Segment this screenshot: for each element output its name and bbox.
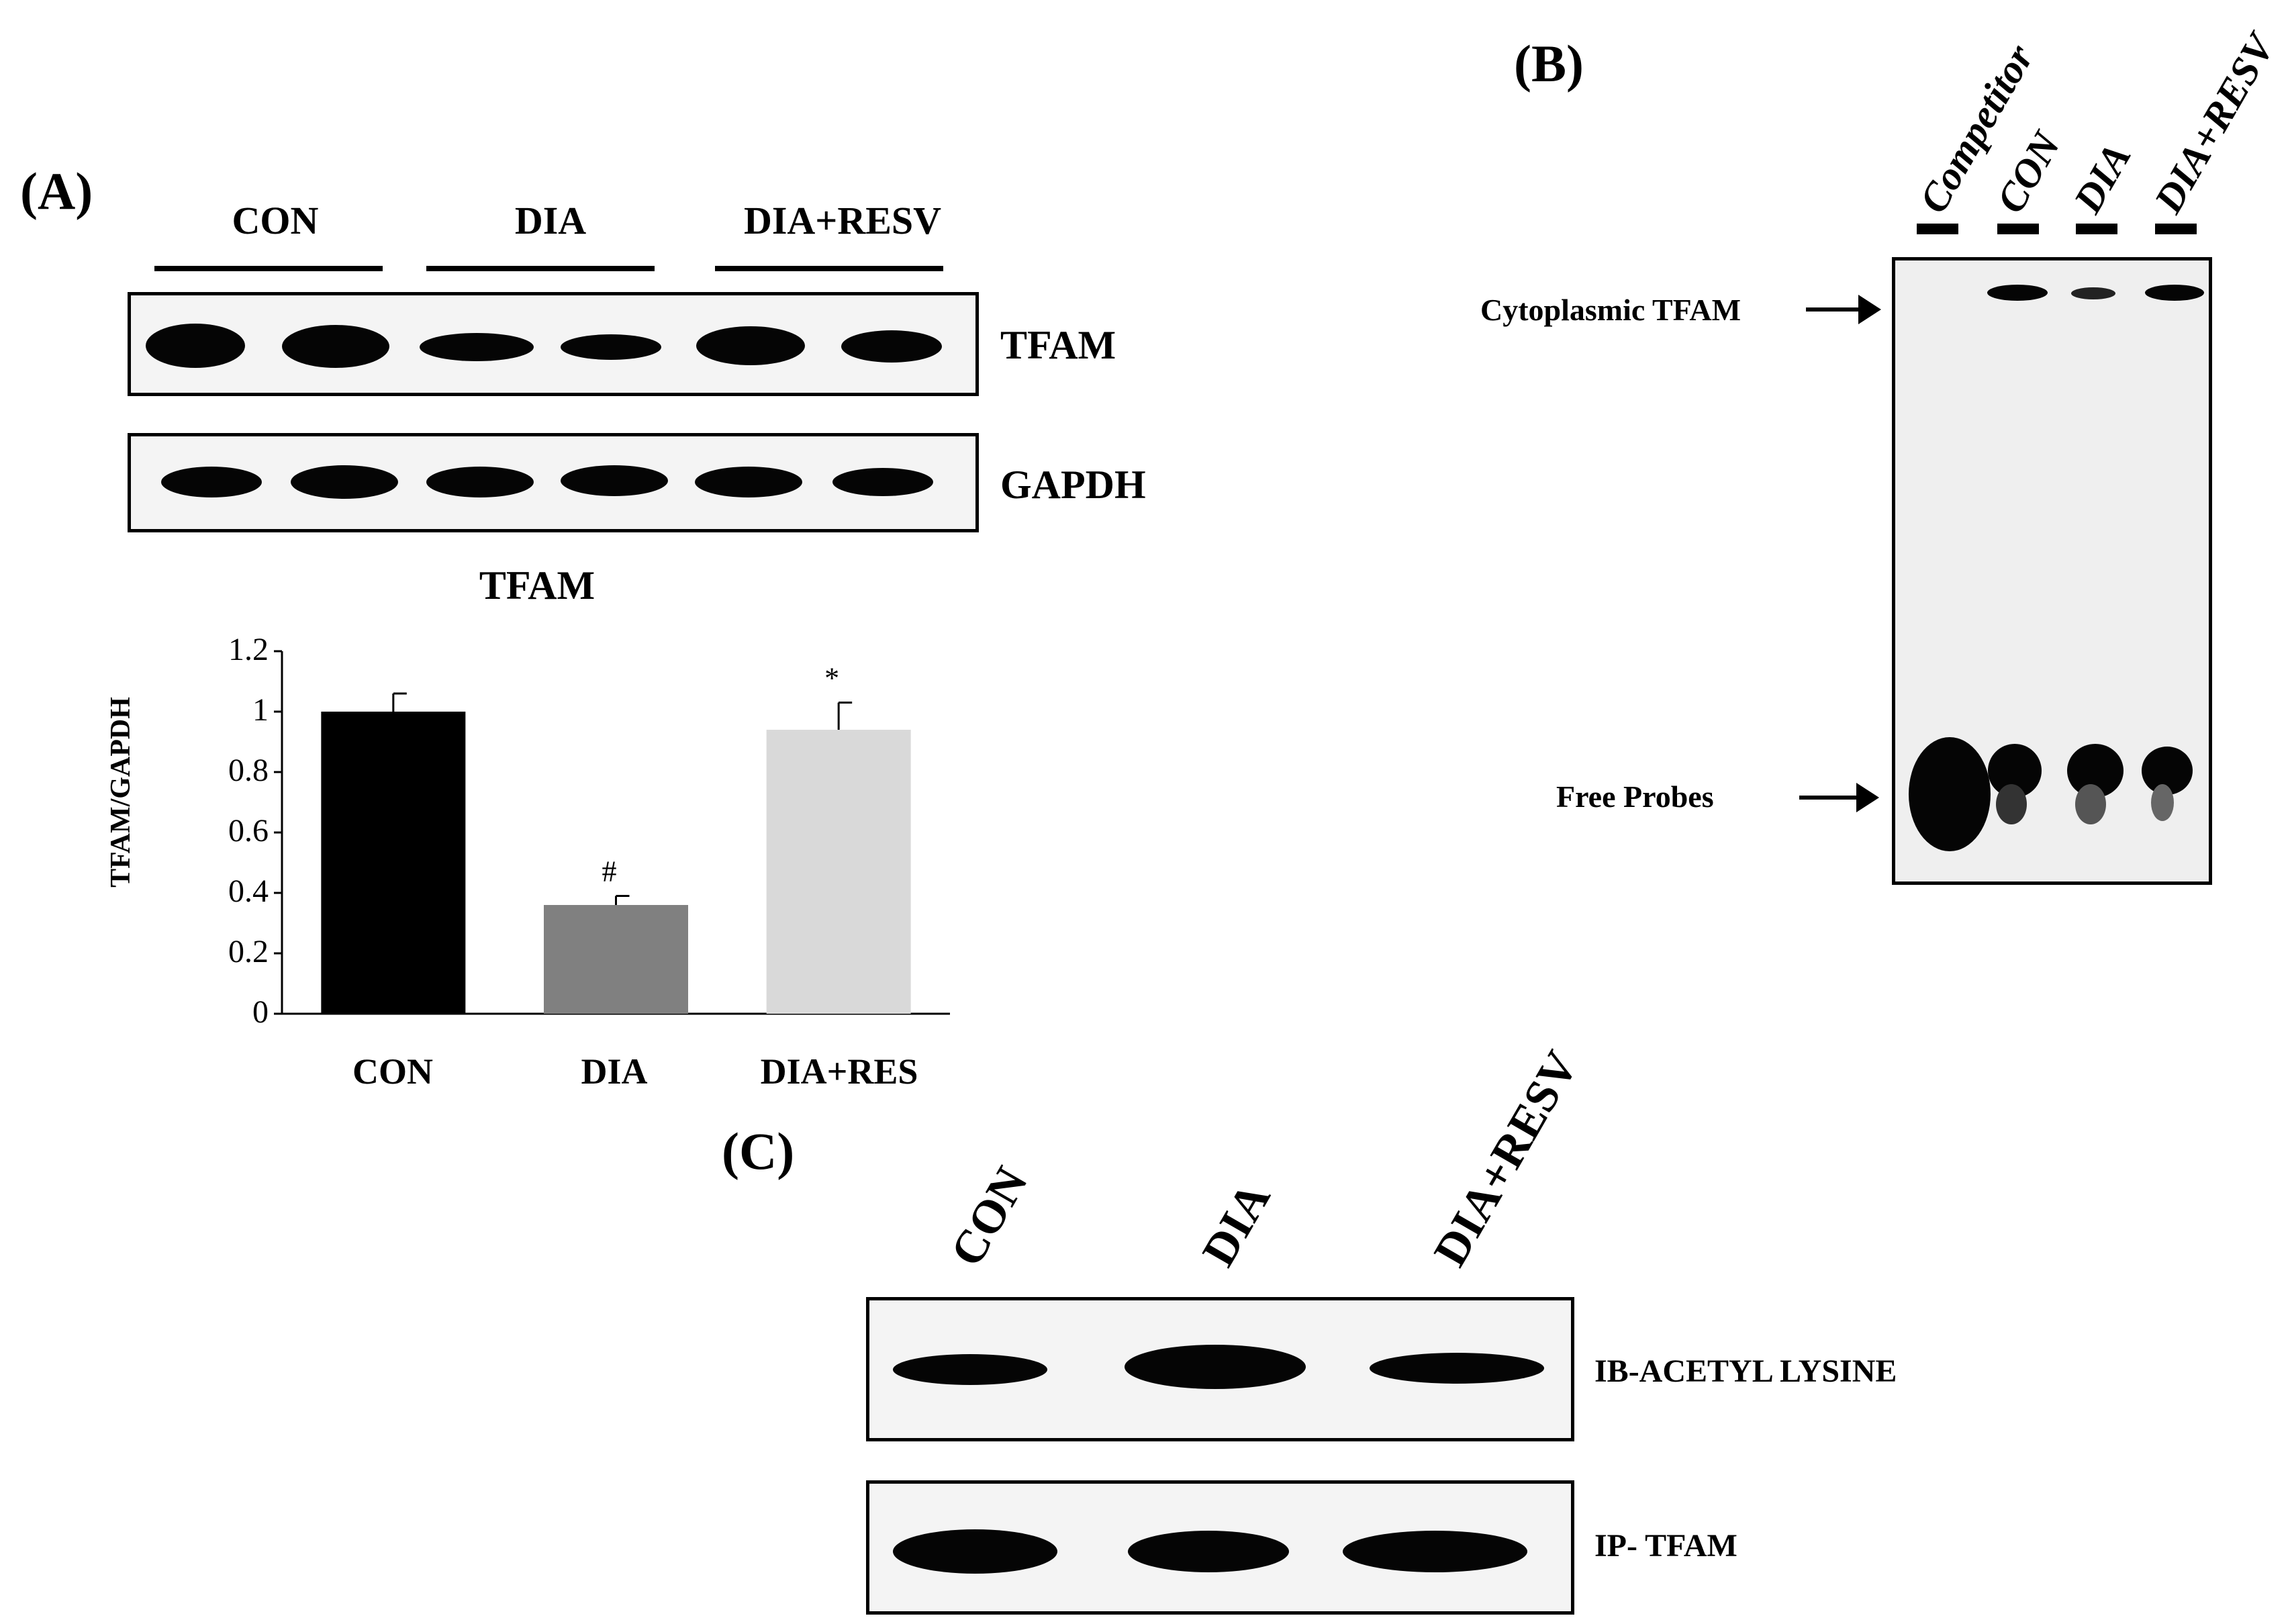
lane-marker-dia-resv: [2155, 224, 2197, 234]
group-label-con: CON: [232, 199, 319, 242]
chart-title: TFAM: [479, 563, 595, 608]
blot-label-gapdh: GAPDH: [1000, 463, 1146, 507]
blot-band: [695, 467, 802, 497]
panel-a-label: (A): [20, 162, 93, 220]
gel-band: [2071, 287, 2115, 299]
arrow-line: [1806, 307, 1870, 312]
gel-band: [1987, 285, 2048, 301]
ip-tfam-blot: [866, 1480, 1574, 1615]
blot-band: [146, 324, 245, 368]
blot-band: [1128, 1531, 1289, 1572]
blot-band: [161, 467, 262, 497]
bar-dia-res: [766, 730, 911, 1014]
arrow-right-icon: [1858, 295, 1881, 324]
blot-label-ib-acetyl-lysine: IB-ACETYL LYSINE: [1594, 1353, 1897, 1389]
x-category-dia-res: DIA+RES: [760, 1051, 918, 1092]
x-category-dia: DIA: [581, 1051, 648, 1092]
arrow-label-cytoplasmic-tfam: Cytoplasmic TFAM: [1480, 293, 1741, 327]
blot-band: [841, 330, 942, 363]
gapdh-blot: [128, 433, 979, 532]
lane-marker-dia: [2076, 224, 2117, 234]
emsa-gel: [1892, 257, 2212, 885]
group-label-dia: DIA: [514, 199, 587, 242]
arrow-right-icon: [1856, 783, 1879, 812]
bar-dia: [544, 905, 688, 1014]
y-tick-label: 0.6: [228, 813, 269, 849]
blot-band: [1343, 1531, 1527, 1572]
blot-band: [420, 333, 534, 361]
lane-marker-competitor: [1917, 224, 1958, 234]
blot-band: [1125, 1345, 1306, 1389]
y-tick-label: 0.4: [228, 873, 269, 909]
acetyl-lysine-blot: [866, 1297, 1574, 1441]
group-line-dia-resv: [715, 266, 943, 271]
free-probe-spot: [2151, 784, 2174, 821]
blot-label-ip-tfam: IP- TFAM: [1594, 1528, 1737, 1564]
blot-band: [696, 326, 805, 365]
blot-band: [291, 465, 398, 499]
blot-band: [893, 1529, 1057, 1574]
blot-band: [1370, 1353, 1544, 1384]
significance-marker: *: [824, 662, 839, 695]
y-tick-label: 1: [252, 692, 269, 728]
tfam-blot: [128, 292, 979, 396]
arrow-line: [1799, 796, 1866, 800]
blot-band: [561, 465, 668, 496]
blot-band: [426, 467, 534, 497]
blot-band: [832, 468, 933, 496]
blot-band: [893, 1354, 1047, 1385]
bar-con: [321, 712, 466, 1014]
blot-band: [561, 334, 661, 360]
free-probe-spot: [2075, 784, 2106, 824]
gel-band: [2145, 285, 2204, 301]
y-tick-label: 0.8: [228, 753, 269, 788]
group-line-dia: [426, 266, 655, 271]
y-tick-label: 0.2: [228, 934, 269, 969]
significance-marker: #: [602, 855, 617, 888]
blot-label-tfam: TFAM: [1000, 323, 1116, 367]
free-probe-spot: [1996, 784, 2027, 824]
blot-band: [282, 325, 389, 368]
x-category-con: CON: [352, 1051, 433, 1092]
group-line-con: [154, 266, 383, 271]
group-label-dia-resv: DIA+RESV: [743, 199, 942, 242]
y-tick-label: 0: [252, 994, 269, 1030]
free-probe-spot: [1909, 737, 1991, 851]
panel-b-label: (B): [1514, 34, 1584, 93]
panel-c-label: (C): [722, 1122, 795, 1180]
y-tick-label: 1.2: [228, 632, 269, 667]
lane-marker-con: [1997, 224, 2039, 234]
arrow-label-free-probes: Free Probes: [1556, 779, 1714, 814]
